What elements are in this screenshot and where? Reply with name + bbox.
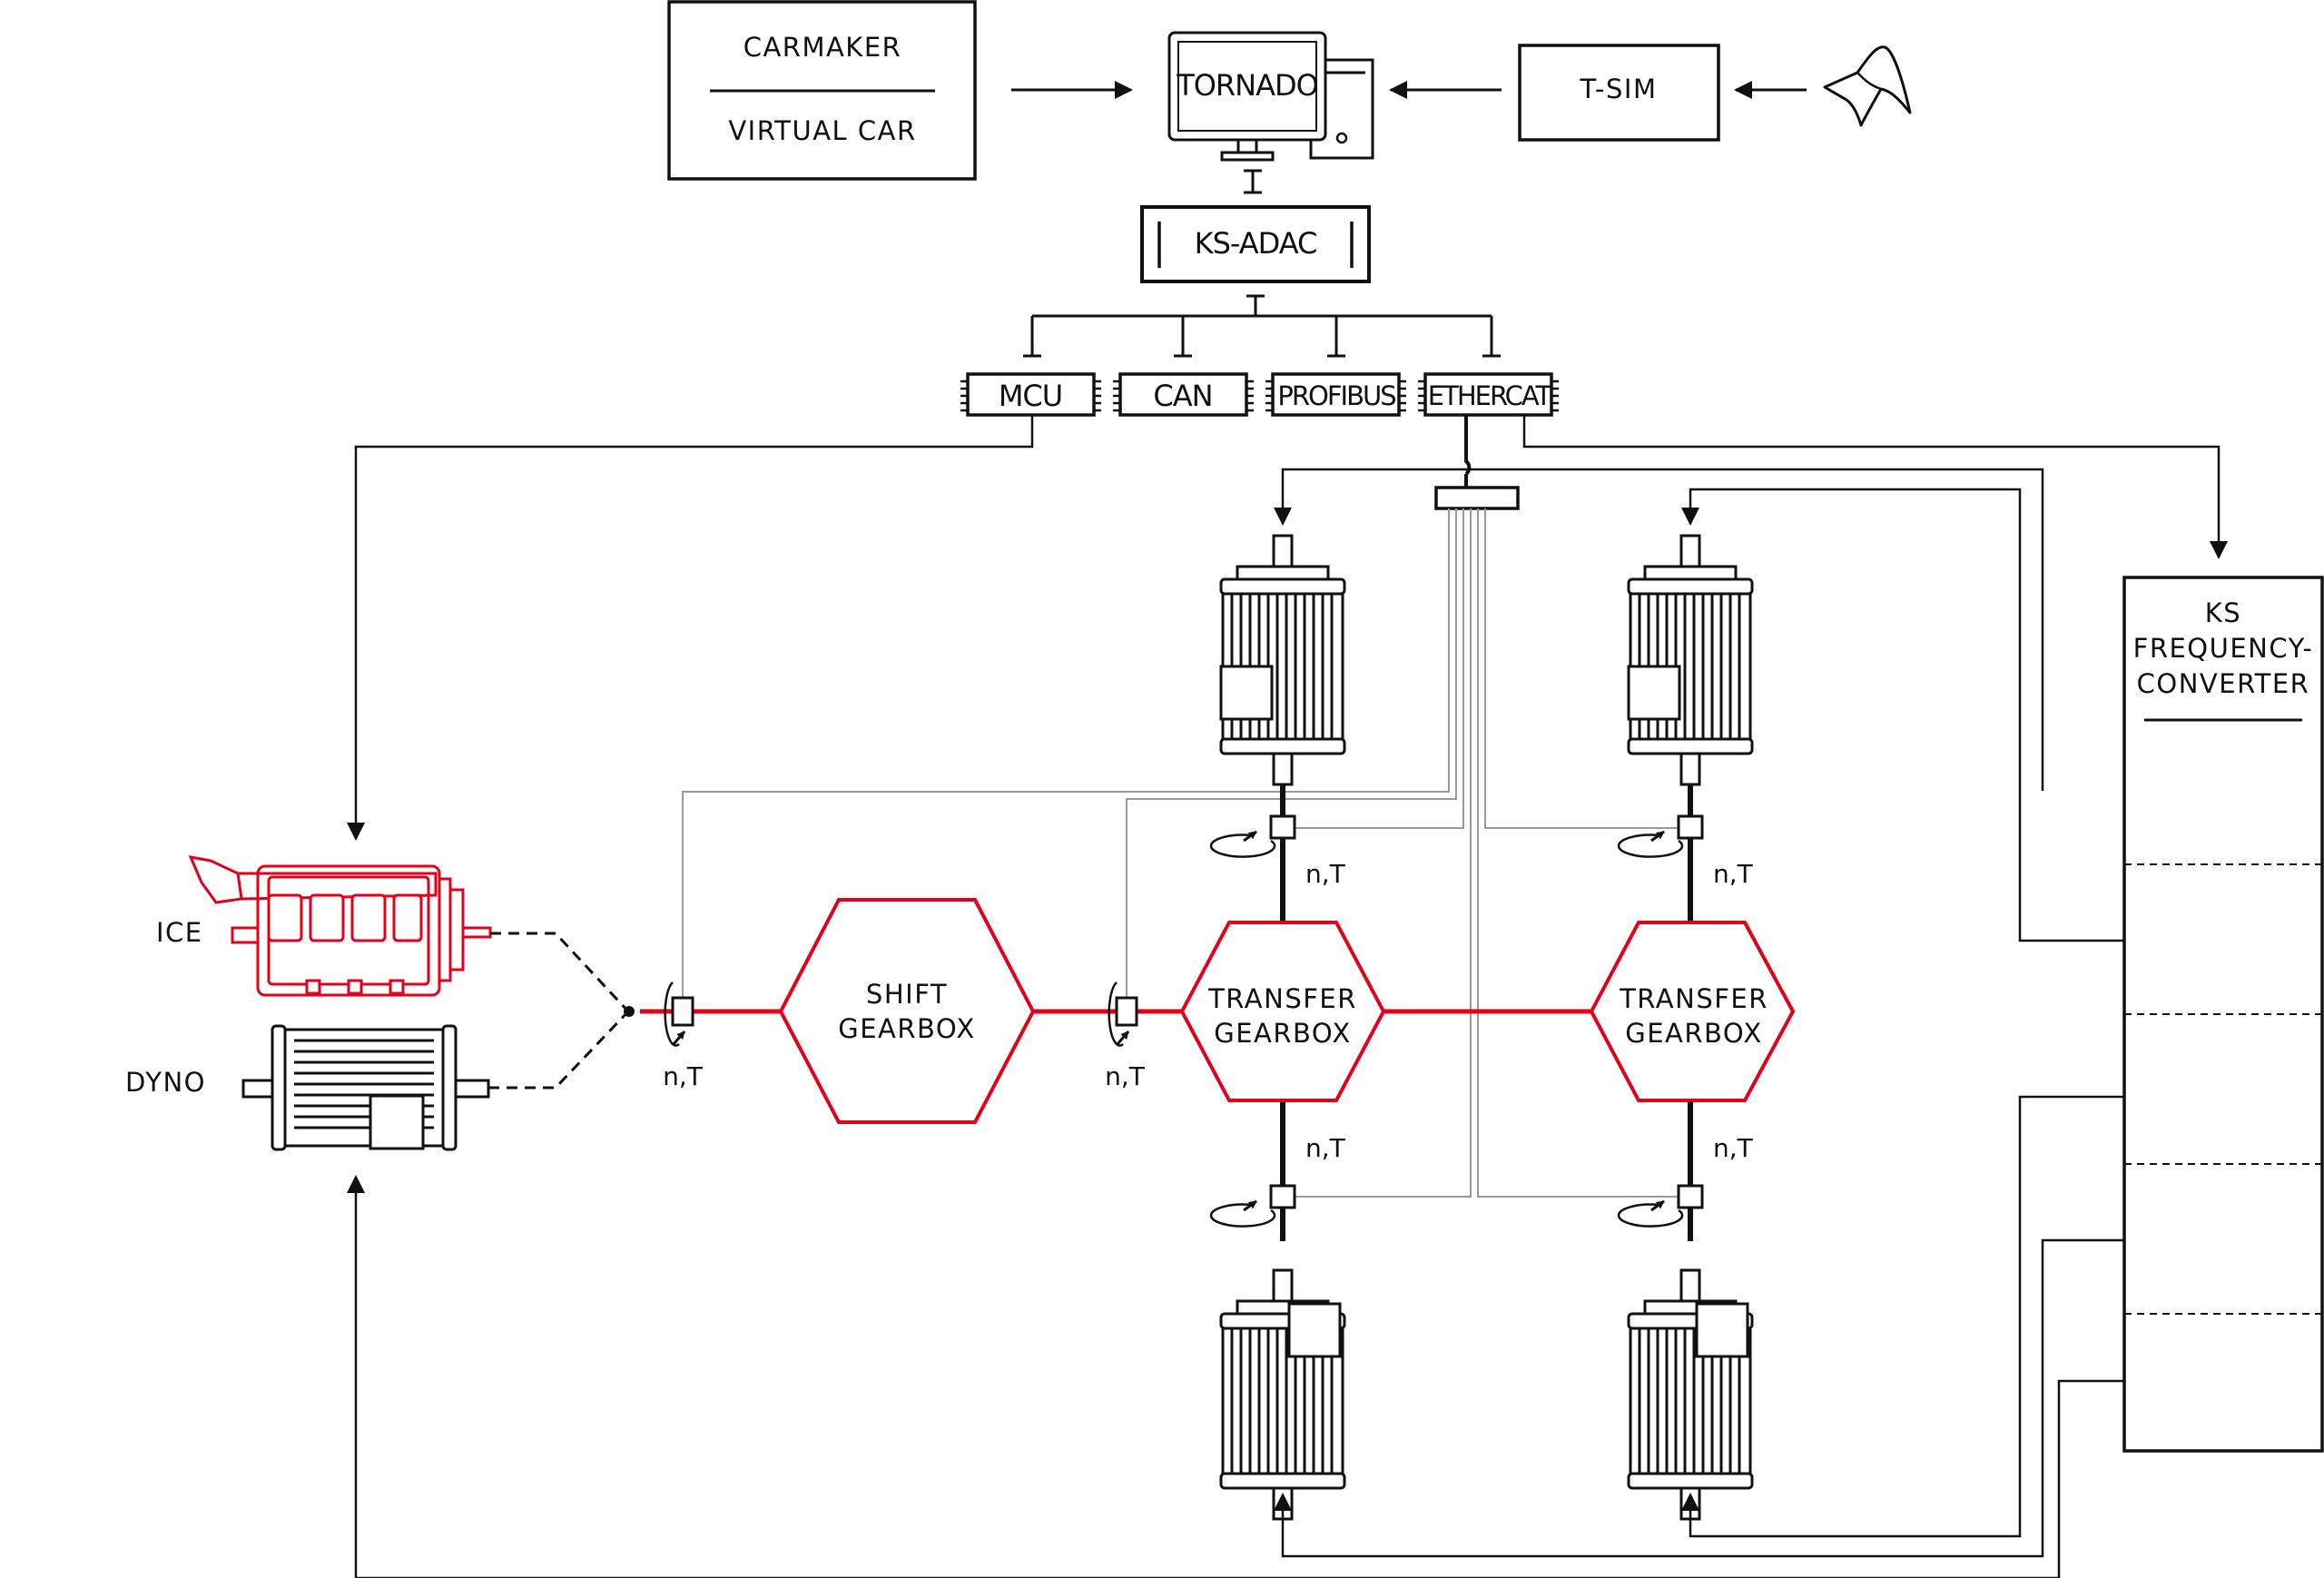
signal-lines (682, 508, 1690, 1198)
profibus-chip[interactable]: PROFIBUS (1265, 372, 1406, 417)
torque-sensor-tf1-top: n,T (1209, 814, 1346, 889)
computer-workstation-icon[interactable]: TORNADO (1167, 31, 1374, 162)
mcu-label: MCU (999, 379, 1062, 413)
nt-tf2-top: n,T (1713, 859, 1754, 889)
can-label: CAN (1153, 379, 1212, 413)
ks-adac-label: KS-ADAC (1195, 226, 1317, 261)
converter-to-motor-4-line (1681, 1095, 2124, 1538)
torque-sensor-input: n,T (663, 981, 704, 1091)
bus-tree (1023, 294, 1501, 358)
converter-to-motor-2-line (1681, 488, 2124, 942)
carmaker-box[interactable]: CARMAKER VIRTUAL CAR (667, 0, 977, 181)
dyno-label: DYNO (125, 1067, 206, 1098)
motor-top-2[interactable] (1627, 534, 1754, 786)
motor-terminal-box (1219, 665, 1274, 721)
ks-frequency-converter[interactable]: KS FREQUENCY- CONVERTER (2122, 576, 2324, 1453)
shift-gearbox-label-2: GEARBOX (838, 1013, 976, 1044)
torque-sensor-tf2-bottom: n,T (1617, 1133, 1754, 1228)
motor-terminal-box (1287, 1302, 1342, 1358)
ethercat-label: ETHERCAT (1428, 380, 1552, 411)
motor-top-1[interactable] (1219, 534, 1346, 786)
matlab-logo-icon (1823, 45, 1912, 127)
converter-to-dyno-line (347, 1175, 2124, 1578)
coupling-lines (488, 932, 630, 1090)
transfer-gearbox-2[interactable]: TRANSFER GEARBOX (1589, 921, 1796, 1102)
profibus-label: PROFIBUS (1277, 380, 1395, 411)
nt-tf1-bottom: n,T (1305, 1133, 1346, 1163)
ks-adac-box[interactable]: KS-ADAC (1140, 205, 1371, 283)
ethercat-junction-box (1434, 486, 1520, 510)
converter-label-3: CONVERTER (2137, 668, 2310, 699)
combustion-engine-icon[interactable] (188, 855, 492, 997)
transfer-gearbox-1[interactable]: TRANSFER GEARBOX (1179, 921, 1386, 1102)
transfer-gearbox-2-label-2: GEARBOX (1625, 1018, 1763, 1049)
converter-to-motor-3-line (1274, 1238, 2124, 1558)
tsim-box[interactable]: T-SIM (1518, 44, 1720, 142)
motor-terminal-box (1695, 1302, 1749, 1358)
transfer-gearbox-2-label-1: TRANSFER (1619, 983, 1768, 1014)
virtual-car-label: VIRTUAL CAR (728, 115, 916, 146)
motor-bottom-2[interactable] (1627, 1268, 1754, 1521)
mcu-to-ice-line (347, 415, 1034, 841)
ethercat-chip[interactable]: ETHERCAT (1418, 372, 1559, 417)
shift-gearbox[interactable]: SHIFT GEARBOX (778, 898, 1036, 1124)
carmaker-label: CARMAKER (743, 32, 902, 63)
motor-terminal-box (1627, 665, 1681, 721)
dynamometer-icon[interactable] (241, 1024, 490, 1151)
nt-input: n,T (663, 1061, 704, 1091)
torque-sensor-shift-out: n,T (1105, 981, 1146, 1091)
nt-tf2-bottom: n,T (1713, 1133, 1754, 1163)
nt-tf1-top: n,T (1305, 859, 1346, 889)
converter-label-2: FREQUENCY- (2133, 633, 2314, 664)
converter-to-motor-1-line (1274, 468, 2044, 791)
torque-sensor-tf2-top: n,T (1617, 814, 1754, 889)
converter-label-1: KS (2205, 597, 2241, 628)
vertical-shafts (1280, 784, 1693, 1241)
ice-label: ICE (156, 917, 203, 948)
tsim-label: T-SIM (1580, 74, 1658, 104)
motor-bottom-1[interactable] (1219, 1268, 1346, 1521)
mcu-chip[interactable]: MCU (960, 372, 1101, 417)
transfer-gearbox-1-label-1: TRANSFER (1207, 983, 1357, 1014)
coupling-node (624, 1006, 635, 1017)
can-chip[interactable]: CAN (1113, 372, 1254, 417)
tornado-label: TORNADO (1176, 68, 1318, 103)
shift-gearbox-label-1: SHIFT (866, 979, 948, 1010)
nt-shift-out: n,T (1105, 1061, 1146, 1091)
torque-sensor-tf1-bottom: n,T (1209, 1133, 1346, 1228)
ethercat-to-converter-line (1522, 415, 2228, 559)
transfer-gearbox-1-label-2: GEARBOX (1214, 1018, 1352, 1049)
